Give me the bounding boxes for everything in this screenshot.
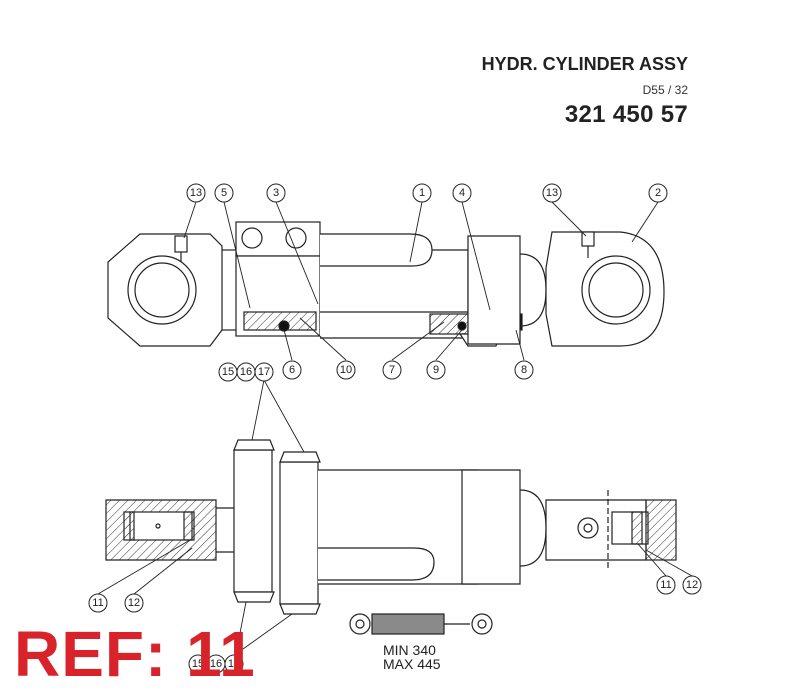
callout-17-bottom: 17 — [224, 654, 244, 674]
stroke-length-icon — [349, 613, 493, 635]
callout-17-top: 17 — [254, 362, 274, 382]
callout-7: 7 — [382, 360, 402, 380]
callout-number: 13 — [190, 187, 202, 199]
callout-15-top: 15 — [218, 362, 238, 382]
callout-number: 6 — [289, 364, 295, 376]
reference-label: REF: 11 — [14, 618, 256, 690]
callout-12-right: 12 — [682, 575, 702, 595]
callout-6: 6 — [282, 360, 302, 380]
callout-13-left: 13 — [186, 183, 206, 203]
callout-4: 4 — [452, 183, 472, 203]
callout-2: 2 — [648, 183, 668, 203]
max-length-label: MAX 445 — [383, 656, 441, 672]
callout-number: 13 — [546, 187, 558, 199]
callout-5: 5 — [214, 183, 234, 203]
top-section-view — [107, 221, 665, 347]
callout-number: 3 — [273, 187, 279, 199]
callout-number: 12 — [686, 579, 698, 591]
callout-number: 17 — [258, 366, 270, 378]
callout-3: 3 — [266, 183, 286, 203]
callout-number: 16 — [240, 366, 252, 378]
bottom-assembly-view — [105, 439, 677, 615]
callout-11-right: 11 — [656, 575, 676, 595]
callout-number: 1 — [419, 187, 425, 199]
callout-number: 2 — [655, 187, 661, 199]
callout-number: 10 — [340, 364, 352, 376]
callout-number: 17 — [228, 658, 240, 670]
diagram-title: HYDR. CYLINDER ASSY — [481, 54, 688, 74]
callout-16-top: 16 — [236, 362, 256, 382]
callout-8: 8 — [514, 360, 534, 380]
min-length-label: MIN 340 — [383, 642, 436, 658]
callout-9: 9 — [426, 360, 446, 380]
callout-number: 12 — [128, 597, 140, 609]
callout-number: 16 — [210, 658, 222, 670]
callout-number: 7 — [389, 364, 395, 376]
callout-number: 15 — [222, 366, 234, 378]
callout-number: 11 — [92, 597, 103, 609]
callout-number: 5 — [221, 187, 227, 199]
part-number: 321 450 57 — [564, 101, 688, 128]
callout-number: 15 — [192, 658, 204, 670]
callout-12-left: 12 — [124, 593, 144, 613]
model-label: D55 / 32 — [642, 83, 688, 97]
callout-number: 9 — [433, 364, 439, 376]
callout-number: 8 — [521, 364, 527, 376]
callout-13-right: 13 — [542, 183, 562, 203]
callout-number: 11 — [660, 579, 671, 591]
callout-11-left: 11 — [88, 593, 108, 613]
callout-15-bottom: 15 — [188, 654, 208, 674]
callout-number: 4 — [459, 187, 465, 199]
callout-1: 1 — [412, 183, 432, 203]
callout-16-bottom: 16 — [206, 654, 226, 674]
callout-10: 10 — [336, 360, 356, 380]
